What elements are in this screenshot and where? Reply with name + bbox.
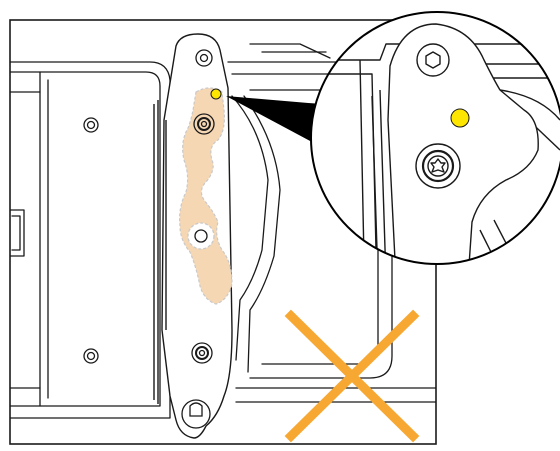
magnifier-ring — [310, 11, 560, 265]
indicator-dot — [210, 88, 222, 100]
inner-panel — [231, 95, 281, 373]
magnified-indicator-dot — [450, 108, 470, 128]
bracket-screw-upper — [193, 113, 215, 135]
cabinet-screw-bottom — [83, 348, 99, 364]
bracket-screw-lower — [191, 342, 213, 364]
callout-pointer — [226, 96, 320, 142]
magnified-screw-torx — [415, 143, 461, 189]
magnified-screw-top — [416, 43, 450, 77]
incorrect-cross — [284, 309, 420, 443]
cabinet-screw-top — [83, 117, 99, 133]
bracket-screw-top — [195, 49, 213, 67]
magnifier — [310, 11, 560, 265]
bracket-pivot-bottom — [181, 399, 211, 429]
bracket-hole-middle — [187, 222, 215, 250]
highlight-region — [179, 87, 233, 305]
